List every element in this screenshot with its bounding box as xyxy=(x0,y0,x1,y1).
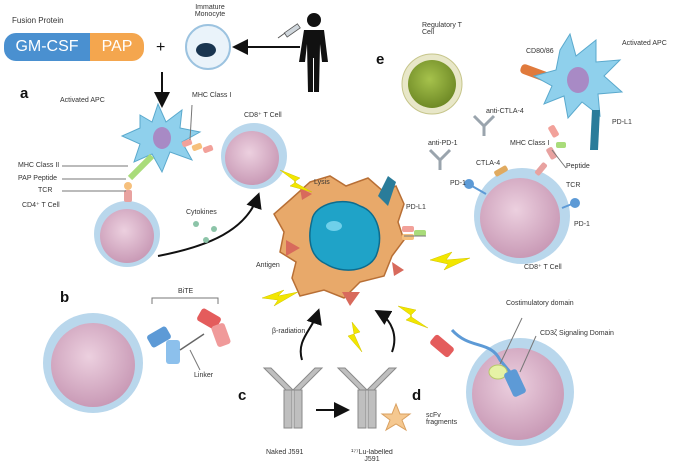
pap-label: PAP xyxy=(90,33,144,61)
panel-label-a: a xyxy=(20,85,29,102)
ctla4-label: CTLA-4 xyxy=(476,160,501,167)
mhc-class-i-e-label: MHC Class I xyxy=(510,140,550,147)
syringe-icon xyxy=(277,23,301,39)
bite-molecule xyxy=(147,308,231,364)
mhc-class-ii-label: MHC Class II xyxy=(18,162,60,169)
leader-lines-a xyxy=(62,104,193,192)
pd1-left-label: PD-1 xyxy=(450,180,466,187)
car-construct xyxy=(430,328,526,397)
cytokines-label: Cytokines xyxy=(186,209,217,216)
leader-lines-d xyxy=(499,317,537,373)
panel-label-c: c xyxy=(238,387,247,404)
lightning-bolts xyxy=(261,169,471,353)
tcr-a-label: TCR xyxy=(38,187,53,194)
human-figure-icon xyxy=(299,13,328,92)
cd4-t-cell xyxy=(94,182,160,267)
pd-l1-apc-label: PD-L1 xyxy=(612,119,632,126)
cd8-t-cell-a xyxy=(221,123,287,189)
antigen-markers xyxy=(286,188,404,306)
immature-monocyte-cell xyxy=(185,24,231,70)
naked-j591-antibody xyxy=(262,367,324,429)
anti-pd1-antibody xyxy=(428,148,452,170)
cd80-86-label: CD80/86 xyxy=(526,48,554,55)
beta-radiation-label: β-radiation xyxy=(272,328,306,335)
cytokine-arrow xyxy=(157,192,262,257)
panel-label-e: e xyxy=(376,51,385,68)
regulatory-t-cell xyxy=(401,53,463,115)
cd3-signaling-domain-label: CD3ζ Signaling Domain xyxy=(540,330,614,337)
regulatory-t-cell-label: Regulatory T Cell xyxy=(422,22,462,36)
peptide-label: Peptide xyxy=(566,163,590,170)
mhc-complex-a xyxy=(181,139,214,153)
activated-apc-a-label: Activated APC xyxy=(60,97,105,104)
lysis-label: Lysis xyxy=(314,179,330,186)
bite-t-cell xyxy=(43,313,143,413)
tcr-e-label: TCR xyxy=(566,182,581,189)
bite-label: BiTE xyxy=(178,288,194,295)
pd-l1-apc-marker xyxy=(590,110,600,150)
gm-csf-label: GM-CSF xyxy=(4,33,90,61)
pap-peptide-label: PAP Peptide xyxy=(18,175,58,182)
panel-label-b: b xyxy=(60,289,70,306)
linker-label: Linker xyxy=(194,372,214,379)
tcr-receptor-e xyxy=(535,162,547,176)
tumor-mhc-complex xyxy=(402,226,426,240)
cd8-t-cell-e-label: CD8⁺ T Cell xyxy=(524,264,562,271)
mhc-complex-e xyxy=(546,125,566,160)
cytokine-dots xyxy=(193,221,217,243)
panel-label-d: d xyxy=(412,387,422,404)
cd8-t-cell-e xyxy=(474,168,570,264)
fusion-protein-title: Fusion Protein xyxy=(12,16,64,25)
pd-l1-tumor-label: PD-L1 xyxy=(406,204,426,211)
pd1-receptors xyxy=(464,179,580,209)
plus-sign: + xyxy=(156,39,166,56)
mhc-class-i-a-label: MHC Class I xyxy=(192,92,232,99)
costimulatory-domain-label: Costimulatory domain xyxy=(506,300,574,307)
activated-apc-e-label: Activated APC xyxy=(622,40,667,47)
naked-j591-label: Naked J591 xyxy=(266,449,304,456)
activated-apc-a xyxy=(120,102,202,181)
pd-l1-tumor-marker xyxy=(378,176,396,206)
anti-ctla4-antibody xyxy=(472,114,496,136)
ctla4-receptor xyxy=(494,165,508,177)
tumor-cell xyxy=(273,175,405,299)
beta-radiation-arrows xyxy=(299,308,396,361)
scfv-fragments-label: scFv fragments xyxy=(426,412,458,426)
lu-labelled-j591-antibody xyxy=(336,367,398,429)
leader-lines-e xyxy=(404,149,567,237)
immature-monocyte-label: Immature Monocyte xyxy=(194,4,226,18)
cd4-t-cell-label: CD4⁺ T Cell xyxy=(22,202,60,209)
bite-bracket xyxy=(151,297,219,371)
lu-labelled-j591-label: ¹⁷⁷Lu-labelled J591 xyxy=(351,449,393,463)
antigen-label: Antigen xyxy=(256,262,280,269)
anti-ctla4-label: anti-CTLA-4 xyxy=(486,108,524,115)
cd8-t-cell-a-label: CD8⁺ T Cell xyxy=(244,112,282,119)
lu177-star-icon xyxy=(380,402,412,432)
pd1-right-label: PD-1 xyxy=(574,221,590,228)
activated-apc-e xyxy=(532,32,624,120)
anti-pd1-label: anti-PD-1 xyxy=(428,140,458,147)
